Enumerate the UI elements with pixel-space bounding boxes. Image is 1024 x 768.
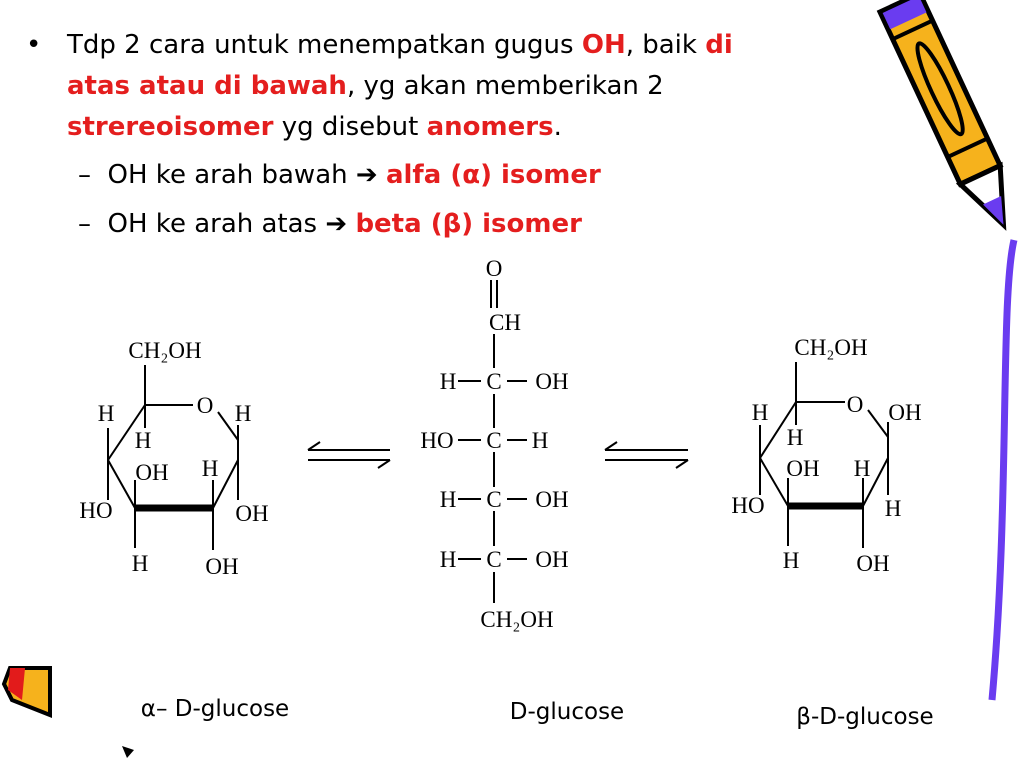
bullet-line-1: Tdp 2 cara untuk menempatkan gugus OH, b… (67, 25, 733, 66)
arrow-icon: ➔ (355, 160, 378, 190)
label: OH (888, 400, 921, 425)
label: O (847, 392, 864, 417)
label: H (854, 456, 871, 481)
d-glucose-fischer-structure: O CH H C OH HO C H H C OH H C OH CH₂OH (420, 256, 568, 632)
label: H (783, 548, 800, 573)
pencil-stub-icon (1, 666, 52, 718)
label: OH (535, 369, 568, 394)
label: H (752, 400, 769, 425)
label: H (135, 428, 152, 453)
bullet-line-3: strereoisomer yg disebut anomers. (67, 107, 562, 148)
label: C (486, 428, 501, 453)
text: , yg akan memberikan 2 (346, 71, 664, 101)
text: , baik (625, 30, 706, 60)
label: H (787, 425, 804, 450)
label: H (440, 487, 457, 512)
text: . (553, 112, 562, 142)
emphasis: di (705, 30, 733, 60)
label: OH (205, 554, 238, 579)
label: C (486, 547, 501, 572)
label: O (486, 256, 503, 281)
caption-d-glucose: D-glucose (510, 699, 624, 725)
small-triangle (122, 746, 134, 758)
caption-alpha-d-glucose: α– D-glucose (141, 696, 289, 722)
label: H (202, 456, 219, 481)
text: yg disebut (273, 112, 427, 142)
emphasis: alfa (α) isomer (385, 160, 601, 190)
dash: – (78, 160, 91, 190)
arrow-icon: ➔ (325, 209, 348, 239)
label: O (197, 393, 214, 418)
beta-d-glucose-structure: CH₂OH H O OH H OH H HO H H OH (731, 335, 921, 576)
emphasis: atas atau di bawah (67, 71, 347, 101)
bullet-line-2: atas atau di bawah, yg akan memberikan 2 (67, 66, 664, 107)
label: OH (135, 460, 168, 485)
emphasis: beta (β) isomer (355, 209, 582, 239)
pencil-icon (876, 0, 1007, 231)
equilibrium-arrow-icon (307, 441, 391, 469)
label: OH (235, 501, 268, 526)
dash: – (78, 209, 91, 239)
pencil-stroke (988, 239, 1018, 701)
emphasis: strereoisomer (67, 112, 274, 142)
label: H (132, 551, 149, 576)
emphasis: anomers (426, 112, 554, 142)
label: H (440, 547, 457, 572)
equilibrium-arrow-icon (604, 441, 689, 469)
label: C (486, 487, 501, 512)
alpha-d-glucose-structure: CH₂OH H O H H OH H HO OH H OH (79, 338, 268, 579)
bullet-marker: • (26, 30, 42, 60)
label: C (486, 369, 501, 394)
text: OH ke arah atas (107, 209, 326, 239)
label: H (532, 428, 549, 453)
label: OH (856, 551, 889, 576)
text: Tdp 2 cara untuk menempatkan gugus (67, 30, 582, 60)
label: CH₂OH (794, 335, 867, 360)
caption-beta-d-glucose: β-D-glucose (796, 704, 933, 730)
label: H (235, 401, 252, 426)
label: OH (786, 456, 819, 481)
label: CH₂OH (480, 607, 553, 632)
emphasis: OH (581, 30, 626, 60)
label: H (885, 496, 902, 521)
label: HO (731, 493, 764, 518)
label: HO (79, 498, 112, 523)
label: H (98, 401, 115, 426)
label: OH (535, 547, 568, 572)
text: OH ke arah bawah (107, 160, 356, 190)
label: OH (535, 487, 568, 512)
label: CH₂OH (128, 338, 201, 363)
sub-bullet-beta: – OH ke arah atas ➔ beta (β) isomer (78, 204, 582, 245)
label: H (440, 369, 457, 394)
label: CH (489, 310, 521, 335)
label: HO (420, 428, 453, 453)
sub-bullet-alpha: – OH ke arah bawah ➔ alfa (α) isomer (78, 155, 601, 196)
